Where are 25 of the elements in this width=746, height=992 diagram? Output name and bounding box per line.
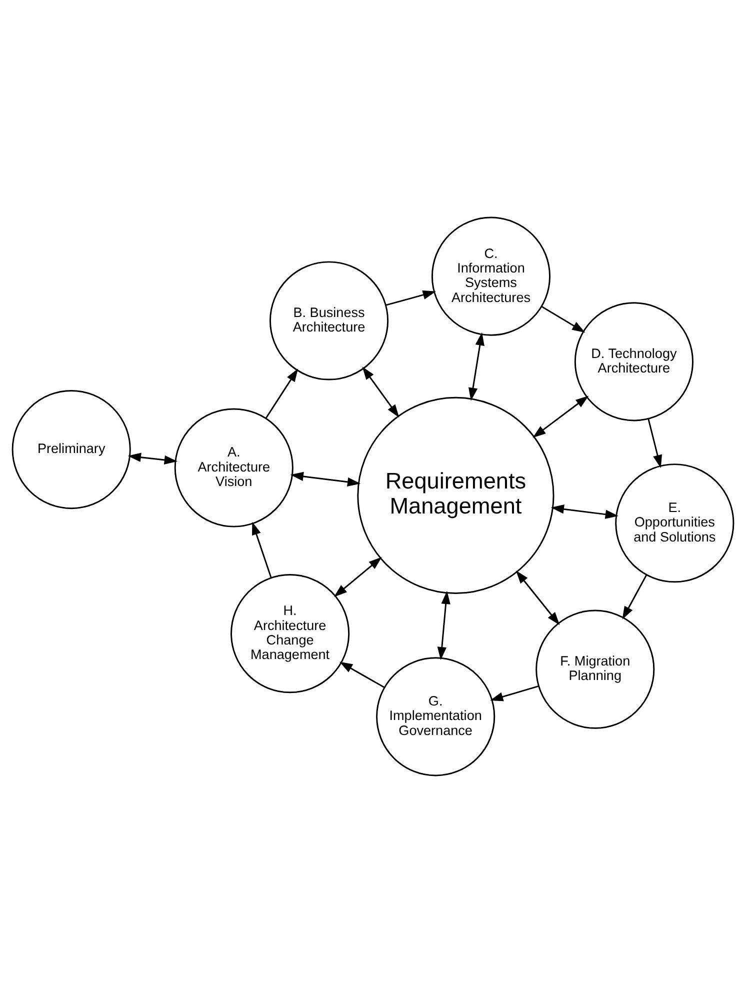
node-circle: E. Opportunities and Solutions xyxy=(615,463,734,582)
arrow xyxy=(437,590,450,660)
arrow xyxy=(265,368,298,418)
node-circle: F. Migration Planning xyxy=(536,609,655,728)
node-circle: Preliminary xyxy=(12,390,131,509)
arrow xyxy=(362,366,400,418)
arrow xyxy=(532,395,589,438)
arrow xyxy=(490,684,539,701)
node-circle: Requirements Management xyxy=(357,396,554,594)
node-circle: H. Architecture Change Management xyxy=(230,574,350,693)
arrow xyxy=(252,521,272,578)
arrow xyxy=(290,471,361,486)
arrow xyxy=(386,290,436,306)
node-circle: C. Information Systems Architectures xyxy=(431,216,551,336)
arrow xyxy=(468,332,484,400)
arrow xyxy=(541,306,586,332)
node-circle: G. Implementation Governance xyxy=(376,656,496,776)
node-circle: A. Architecture Vision xyxy=(174,408,294,527)
arrow xyxy=(516,570,560,625)
arrow xyxy=(622,574,648,619)
arrow xyxy=(550,504,618,518)
arrow xyxy=(128,452,178,464)
arrow xyxy=(648,418,662,468)
arrow xyxy=(334,556,382,596)
arrow xyxy=(339,661,385,688)
